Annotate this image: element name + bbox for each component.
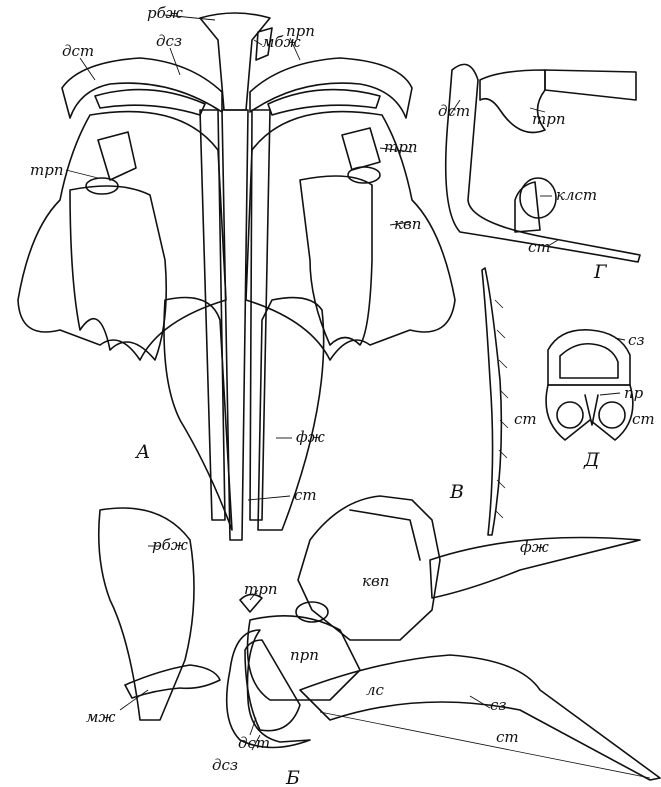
figure-a-drawing bbox=[18, 13, 455, 540]
figure-letter-d: Д bbox=[583, 449, 600, 471]
label-g-trp: трп bbox=[532, 110, 566, 128]
figure-v-drawing bbox=[482, 268, 508, 535]
label-b-prp: прп bbox=[290, 646, 319, 664]
label-b-trp: трп bbox=[244, 580, 278, 598]
label-b-sz: сз bbox=[490, 696, 507, 714]
label-g-dst: дст bbox=[438, 102, 470, 120]
label-g-klst: клст bbox=[556, 186, 597, 204]
figure-d-drawing bbox=[546, 330, 633, 440]
label-a-st: ст bbox=[294, 486, 317, 504]
figure-letter-a: А bbox=[134, 441, 150, 463]
label-b-ls: лс bbox=[366, 681, 385, 699]
label-b-mzh: мж bbox=[86, 708, 116, 726]
figure-letter-v: В bbox=[449, 481, 464, 503]
figure-letter-b: Б bbox=[285, 767, 300, 787]
label-b-st: ст bbox=[496, 728, 519, 746]
label-d-st-right: ст bbox=[632, 410, 655, 428]
label-a-fzh: фж bbox=[296, 428, 325, 446]
label-a-dst: дст bbox=[62, 42, 94, 60]
figure-g-drawing bbox=[446, 64, 640, 262]
label-d-sz: сз bbox=[628, 331, 645, 349]
figure-letter-g: Г bbox=[593, 261, 608, 283]
label-a-kvp: квп bbox=[394, 215, 421, 233]
label-b-fzh: фж bbox=[520, 538, 549, 556]
label-a-rbzh: рбж bbox=[147, 4, 183, 22]
label-a-trp-left: трп bbox=[30, 161, 64, 179]
label-a-prp: прп bbox=[286, 22, 315, 40]
label-b-dst: дст bbox=[238, 734, 270, 752]
label-b-rbzh: рбж bbox=[152, 536, 188, 554]
label-g-st: ст bbox=[528, 238, 551, 256]
label-b-kvp: квп bbox=[362, 572, 389, 590]
label-d-st-left: ст bbox=[514, 410, 537, 428]
label-a-dsz: дсз bbox=[156, 32, 182, 50]
label-d-pr: пр bbox=[624, 384, 644, 402]
label-a-trp-right: трп bbox=[384, 138, 418, 156]
label-b-dsz: дсз bbox=[212, 756, 238, 774]
